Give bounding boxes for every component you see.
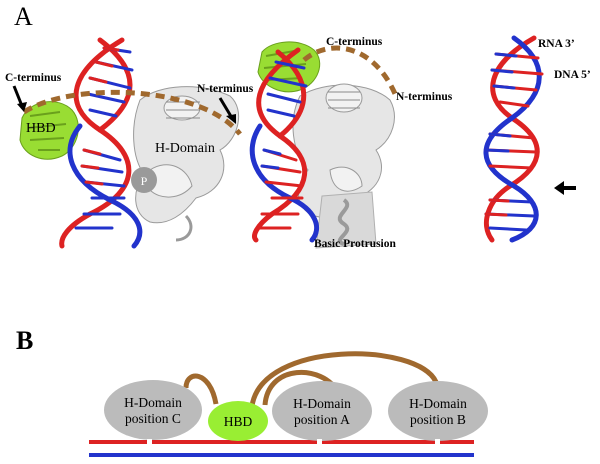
basic-protrusion-label: Basic Protrusion (314, 238, 396, 250)
domain-b-line2: position B (410, 412, 466, 427)
dna-5-label: DNA 5’ (554, 69, 591, 81)
left-n-terminus-arrow (218, 97, 234, 119)
phosphate-marker (131, 167, 157, 193)
h-domain-protein (133, 86, 240, 242)
left-structure: P C-terminus N-terminus HBD H-Domain (5, 37, 254, 249)
domain-hbd-label: HBD (224, 414, 253, 429)
right-helix (483, 35, 544, 243)
h-domain-label: H-Domain (155, 141, 215, 156)
domain-c-line1: H-Domain (124, 395, 182, 410)
domain-a-line2: position A (294, 412, 350, 427)
domain-position-c: H-Domain position C (104, 380, 202, 440)
left-c-arrowhead (17, 102, 27, 112)
middle-c-terminus-label: C-terminus (326, 36, 383, 48)
arc-hbd-to-c (183, 373, 219, 405)
left-linker (22, 89, 242, 136)
domain-c-line2: position C (125, 411, 181, 426)
phosphate-label: P (141, 174, 148, 188)
domain-hbd: HBD (208, 401, 268, 441)
domain-position-b: H-Domain position B (388, 381, 488, 441)
left-n-terminus-label: N-terminus (197, 83, 254, 95)
hbd-label: HBD (26, 121, 56, 136)
rna-3-label: RNA 3’ (538, 38, 575, 50)
left-c-terminus-label: C-terminus (5, 72, 62, 84)
basic-protrusion-helix (337, 198, 350, 246)
middle-protein (292, 83, 395, 218)
left-helix (59, 37, 143, 249)
panel-a-letter: A (14, 2, 33, 31)
panel-b-letter: B (16, 326, 33, 355)
right-arrow (554, 181, 576, 195)
arc-hbd-to-b (249, 351, 439, 407)
left-n-arrowhead (226, 114, 236, 124)
hbd-domain (19, 101, 79, 160)
left-c-terminus-arrow (12, 85, 24, 107)
middle-structure: C-terminus N-terminus Basic Protrusion (249, 36, 453, 250)
domain-b-line1: H-Domain (409, 396, 467, 411)
middle-n-terminus-label: N-terminus (396, 91, 453, 103)
middle-helix (249, 47, 319, 243)
strand-gaps (147, 439, 440, 445)
domain-a-line1: H-Domain (293, 396, 351, 411)
domain-position-a: H-Domain position A (272, 381, 372, 441)
middle-linker (302, 45, 399, 97)
middle-hbd (257, 41, 321, 93)
